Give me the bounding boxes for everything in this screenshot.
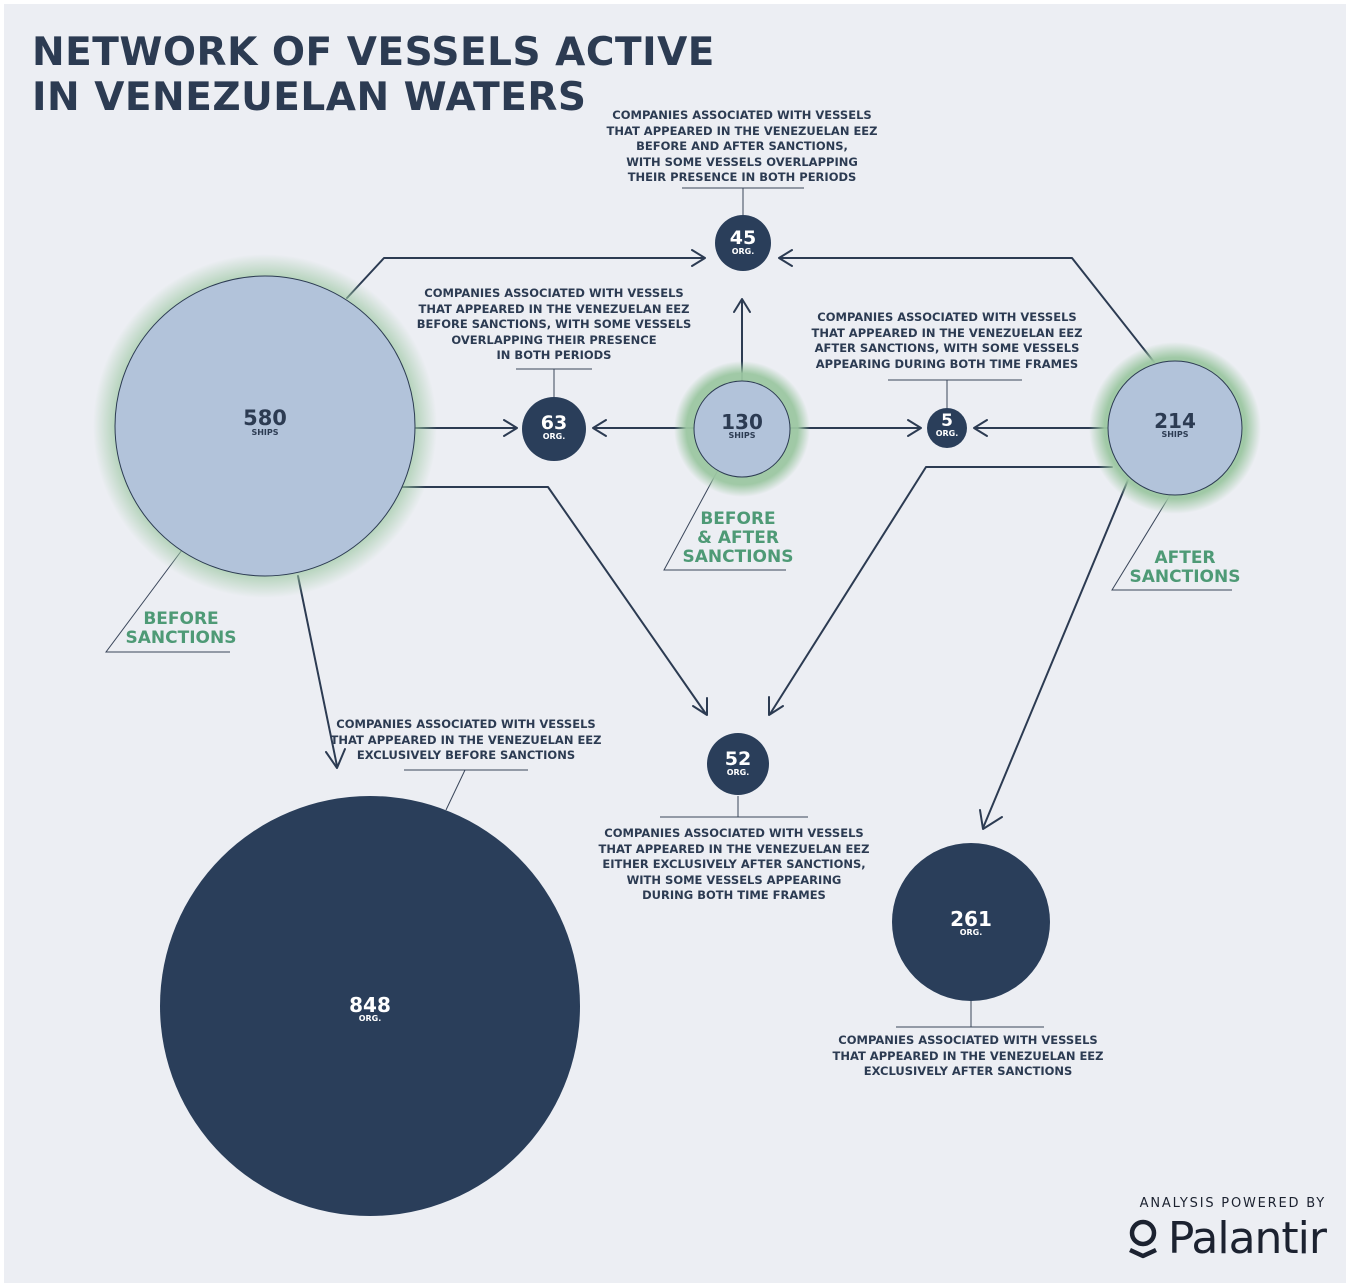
desc-line: COMPANIES ASSOCIATED WITH VESSELS [424,286,684,300]
leader-org-848-stem [445,769,466,811]
org-node-261 [892,843,1050,1001]
org-848-description: COMPANIES ASSOCIATED WITH VESSELS THAT A… [316,717,616,764]
arrowhead-org-52-left [692,697,708,716]
desc-line: BEFORE AND AFTER SANCTIONS, [636,139,848,153]
arrowhead-org-261 [979,809,1003,830]
brand-name: Palantir [1167,1213,1327,1264]
desc-line: APPEARING DURING BOTH TIME FRAMES [815,356,1079,371]
period-line: BEFORE [700,509,776,529]
desc-line: IN BOTH PERIODS [496,348,612,362]
powered-by-label: ANALYSIS POWERED BY [1139,1196,1326,1211]
desc-line: EITHER EXCLUSIVELY AFTER SANCTIONS, [602,857,866,871]
period-line: SANCTIONS [682,547,794,567]
desc-line: COMPANIES ASSOCIATED WITH VESSELS [612,108,872,122]
org-node-52 [707,733,769,795]
desc-line: WITH SOME VESSELS APPEARING [626,872,842,887]
org-node-848 [160,796,580,1216]
org-45-description: COMPANIES ASSOCIATED WITH VESSELS THAT A… [592,108,892,186]
edge-after-to-org-52 [769,466,1113,715]
period-label-after: AFTER SANCTIONS [1110,549,1260,587]
period-label-before: BEFORE SANCTIONS [106,610,256,648]
arrowhead-org-5-right [973,419,988,437]
org-5-description: COMPANIES ASSOCIATED WITH VESSELS THAT A… [795,310,1099,372]
arrowhead-org-45-right [778,249,793,267]
desc-line: EXCLUSIVELY BEFORE SANCTIONS [356,748,576,762]
leader-after-period [1111,491,1232,591]
desc-line: COMPANIES ASSOCIATED WITH VESSELS [838,1033,1098,1047]
arrowhead-org-45-left [691,249,706,267]
title-line: IN VENEZUELAN WATERS [32,75,587,120]
desc-line: THAT APPEARED IN THE VENEZUELAN EEZ [832,1048,1104,1063]
arrowhead-org-848 [325,748,346,769]
desc-line: AFTER SANCTIONS, WITH SOME VESSELS [814,341,1080,355]
period-label-both: BEFORE & AFTER SANCTIONS [663,510,813,567]
arrowhead-org-45-bottom [733,298,751,313]
desc-line: WITH SOME VESSELS OVERLAPPING [626,154,858,169]
desc-line: THAT APPEARED IN THE VENEZUELAN EEZ [418,301,690,316]
period-line: BEFORE [143,609,219,629]
period-line: SANCTIONS [1129,567,1241,587]
desc-line: COMPANIES ASSOCIATED WITH VESSELS [336,717,596,731]
org-261-description: COMPANIES ASSOCIATED WITH VESSELS THAT A… [818,1033,1118,1080]
arrowhead-org-5-left [907,419,922,437]
desc-line: EXCLUSIVELY AFTER SANCTIONS [863,1064,1073,1078]
period-line: & AFTER [697,528,779,548]
ship-node-both [693,380,791,478]
arrowhead-org-63-left [503,419,518,437]
ship-node-before [114,275,416,577]
desc-line: COMPANIES ASSOCIATED WITH VESSELS [604,826,864,840]
org-63-description: COMPANIES ASSOCIATED WITH VESSELS THAT A… [402,286,706,364]
org-node-45 [715,215,771,271]
desc-line: THEIR PRESENCE IN BOTH PERIODS [627,170,857,184]
title-line: NETWORK OF VESSELS ACTIVE [32,30,715,75]
edge-after-to-org-261 [982,479,1129,829]
org-52-description: COMPANIES ASSOCIATED WITH VESSELS THAT A… [582,826,886,904]
arrowhead-org-63-right [592,419,607,437]
edge-before-to-org-52 [399,486,707,715]
period-line: SANCTIONS [125,628,237,648]
edge-after-to-org-45 [779,257,1155,363]
edge-before-to-org-848 [297,575,338,767]
leader-before-period [105,549,230,653]
desc-line: THAT APPEARED IN THE VENEZUELAN EEZ [598,841,870,856]
desc-line: COMPANIES ASSOCIATED WITH VESSELS [817,310,1077,324]
ship-node-after [1107,360,1243,496]
desc-line: THAT APPEARED IN THE VENEZUELAN EEZ [330,732,602,747]
palantir-logo-icon [1128,1219,1157,1259]
desc-line: BEFORE SANCTIONS, WITH SOME VESSELS [416,317,692,331]
desc-line: THAT APPEARED IN THE VENEZUELAN EEZ [606,123,878,138]
brand-logo: Palantir [1126,1213,1327,1264]
desc-line: DURING BOTH TIME FRAMES [642,888,826,902]
org-node-5 [927,408,967,448]
period-line: AFTER [1154,548,1216,568]
leader-both-period [663,469,786,571]
org-node-63 [522,397,586,461]
arrowhead-org-52-right [768,696,784,716]
desc-line: THAT APPEARED IN THE VENEZUELAN EEZ [811,325,1083,340]
desc-line: OVERLAPPING THEIR PRESENCE [451,332,657,347]
page-title: NETWORK OF VESSELS ACTIVE IN VENEZUELAN … [32,30,715,120]
brand-block: ANALYSIS POWERED BY Palantir [1126,1196,1327,1264]
